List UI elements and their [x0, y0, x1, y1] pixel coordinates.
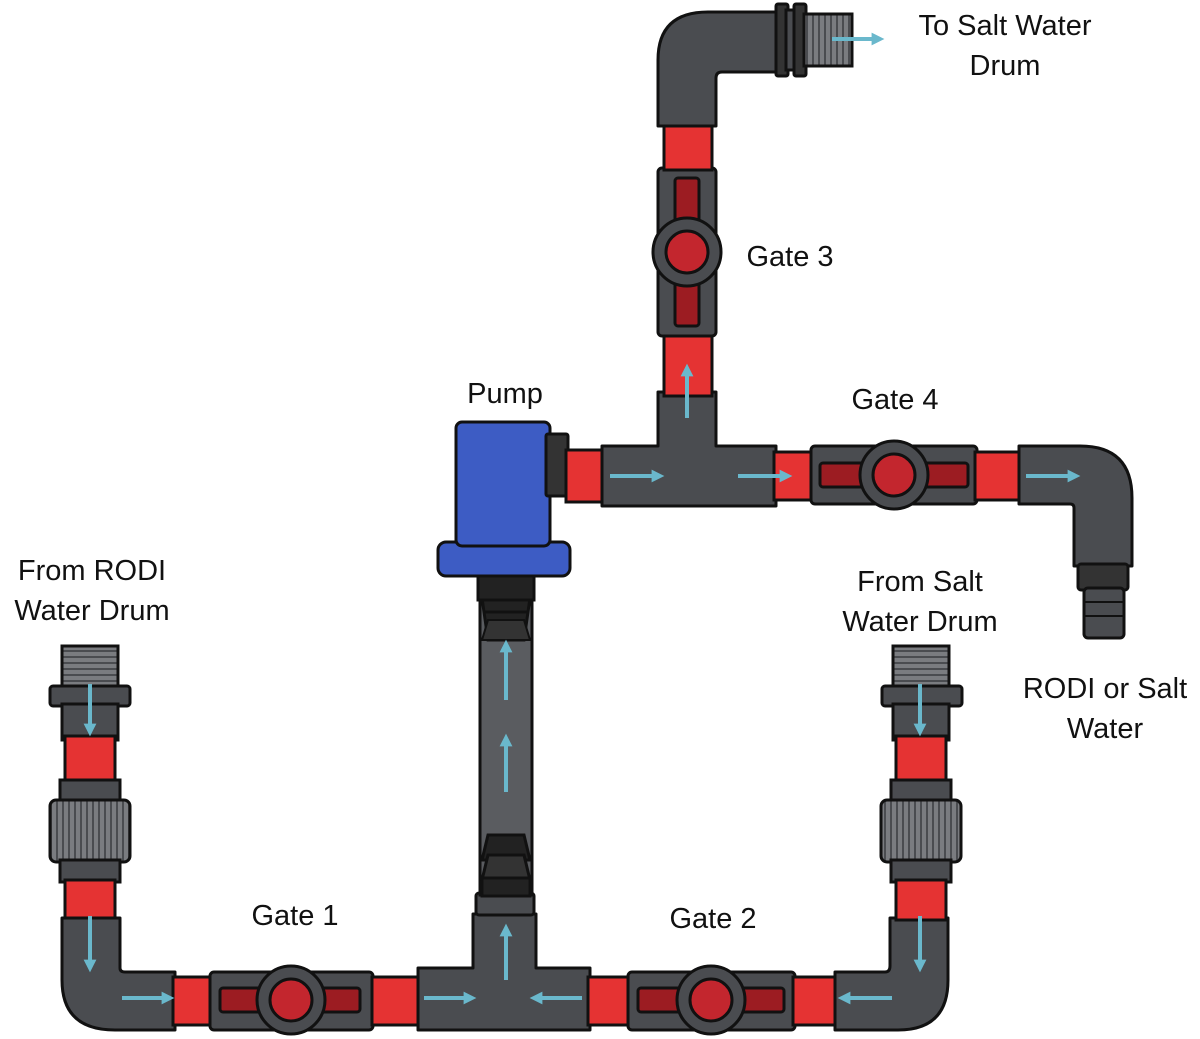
label-gate-3: Gate 3 — [746, 241, 834, 273]
label-pump: Pump — [467, 378, 543, 410]
label-from-salt-line-2: Water Drum — [842, 606, 998, 638]
label-gate-4: Gate 4 — [851, 384, 939, 416]
label-rodi-or-salt-water: RODI or Salt Water — [995, 669, 1200, 749]
label-from-rodi-line-1: From RODI — [17, 555, 167, 587]
label-gate-2: Gate 2 — [669, 903, 757, 935]
pump[interactable] — [436, 420, 572, 602]
label-to-salt-water-drum: To Salt Water Drum — [885, 6, 1125, 86]
gate-2-valve[interactable] — [626, 964, 797, 1036]
label-from-rodi-line-2: Water Drum — [14, 595, 170, 627]
elbow-bottom-left — [60, 916, 177, 1032]
label-gate-1: Gate 1 — [251, 900, 339, 932]
hose-barb-outlet — [1082, 586, 1126, 640]
label-from-salt-line-1: From Salt — [857, 566, 983, 598]
label-rodi-or-salt-line-2: Water — [1066, 713, 1144, 745]
elbow-right-outlet — [1017, 444, 1134, 568]
label-from-salt-water-drum: From Salt Water Drum — [815, 562, 1025, 642]
label-rodi-or-salt-line-1: RODI or Salt — [1022, 673, 1188, 705]
elbow-bottom-right — [833, 916, 950, 1032]
label-from-rodi-water-drum: From RODI Water Drum — [0, 551, 184, 631]
elbow-top — [656, 10, 780, 128]
salt-inlet-line — [879, 644, 964, 922]
label-to-salt-water-drum-line-2: Drum — [969, 50, 1041, 82]
gate-4-valve[interactable] — [809, 439, 979, 511]
flow-arrows — [83, 32, 1081, 1005]
label-to-salt-water-drum-line-1: To Salt Water — [918, 10, 1092, 42]
gate-3-valve[interactable] — [651, 166, 723, 338]
gate-1-valve[interactable] — [208, 964, 375, 1036]
